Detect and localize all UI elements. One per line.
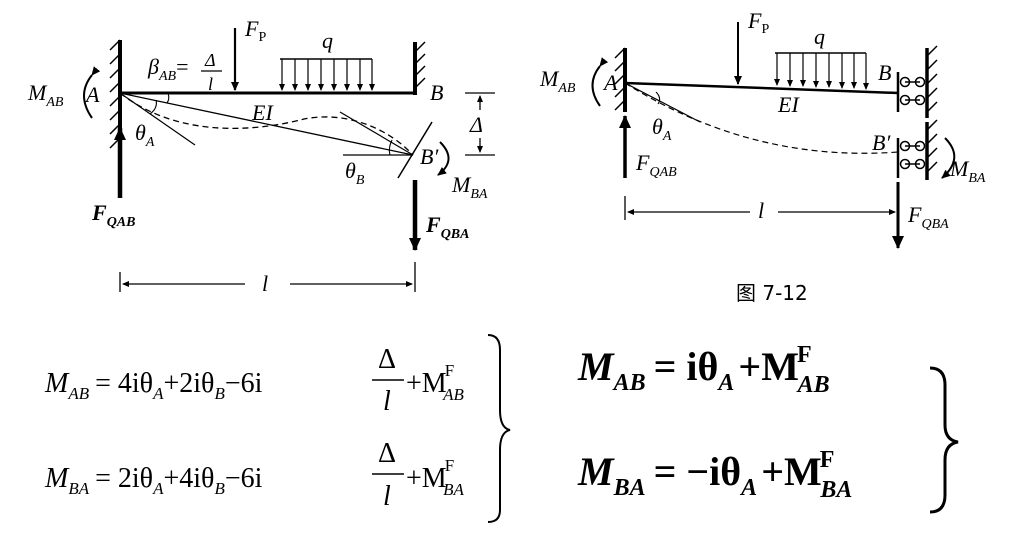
eq-left-2-frac-num: Δ [378, 438, 396, 469]
right-label-MAB: MAB [539, 66, 576, 96]
left-label-EI: EI [251, 100, 274, 125]
right-label-MBA: MBA [949, 156, 986, 186]
left-label-B: B [430, 80, 443, 105]
right-label-l: l [758, 198, 764, 223]
figure-caption: 图 7-12 [736, 281, 808, 305]
eq-left-2-frac-den: l [383, 481, 391, 512]
right-label-FP: FP [747, 8, 769, 37]
left-fixed-support-B [413, 41, 426, 95]
right-label-q: q [814, 24, 825, 49]
left-label-MBA: MBA [451, 172, 488, 202]
right-label-B: B [878, 60, 891, 85]
right-length-dimension [624, 196, 896, 220]
right-beam [624, 81, 899, 95]
left-label-FQBA: FQBA [425, 212, 469, 242]
left-label-q: q [322, 28, 333, 53]
right-moment-MBA-arc [941, 137, 956, 179]
left-deflected-shape [119, 92, 414, 156]
right-label-EI: EI [777, 92, 800, 117]
eq-left-2: MBA= 2iθA+4iθB−6i [44, 463, 263, 498]
left-moment-MAB-arc [83, 66, 101, 119]
left-label-l: l [262, 271, 268, 296]
left-moment-MBA-arc [437, 141, 450, 176]
right-label-thetaA: θA [652, 114, 672, 144]
left-label-thetaB: θB [345, 158, 365, 188]
right-distributed-load-q [774, 52, 869, 90]
left-rotated-end-B [397, 121, 433, 179]
right-label-A: A [602, 70, 618, 95]
left-label-thetaA: θA [135, 120, 155, 150]
right-deflected-shape [624, 82, 899, 154]
right-arc-thetaA [655, 91, 661, 105]
left-label-Bprime: B′ [420, 144, 439, 169]
left-beam-diagram: FP q MAB A βAB= Δ l EI B Δ θA θB B′ MBA … [27, 16, 495, 296]
left-chord-line [119, 92, 414, 156]
left-label-Delta: Δ [469, 112, 483, 137]
left-length-dimension [119, 262, 416, 292]
left-distributed-load-q [279, 58, 375, 91]
left-tangent-A [119, 92, 196, 146]
left-arc-beta [166, 92, 170, 104]
right-fixed-support-A [614, 47, 627, 112]
right-label-FQBA: FQBA [907, 202, 949, 232]
left-tangent-B [339, 111, 414, 156]
left-label-A: A [84, 82, 100, 107]
left-delta-dimension [465, 92, 495, 156]
eq-left-1-frac-num: Δ [378, 344, 396, 375]
right-tangent-A [624, 82, 701, 123]
left-arc-thetaA [149, 99, 157, 115]
right-moment-MAB-arc [591, 57, 609, 107]
right-sliding-support-B [896, 45, 938, 118]
eq-left-1: MAB= 4iθA+2iθB−6i [44, 368, 263, 403]
left-label-FQAB: FQAB [91, 200, 135, 230]
eq-left-1-frac-den: l [383, 386, 391, 417]
right-label-FQAB: FQAB [635, 150, 677, 180]
left-label-MAB: MAB [27, 80, 64, 110]
left-label-FP: FP [244, 16, 266, 45]
left-label-beta: βAB= [147, 54, 189, 84]
left-arc-thetaB [388, 139, 393, 156]
eq-right-brace [929, 366, 959, 514]
eq-left-brace [487, 334, 511, 523]
right-beam-diagram: FP q MAB A B EI θA B′ FQAB l FQBA MBA [539, 8, 986, 249]
right-label-Bprime: B′ [872, 130, 891, 155]
left-label-beta-den: l [208, 74, 213, 94]
left-label-beta-num: Δ [204, 50, 216, 70]
right-sliding-support-Bprime [896, 119, 938, 180]
